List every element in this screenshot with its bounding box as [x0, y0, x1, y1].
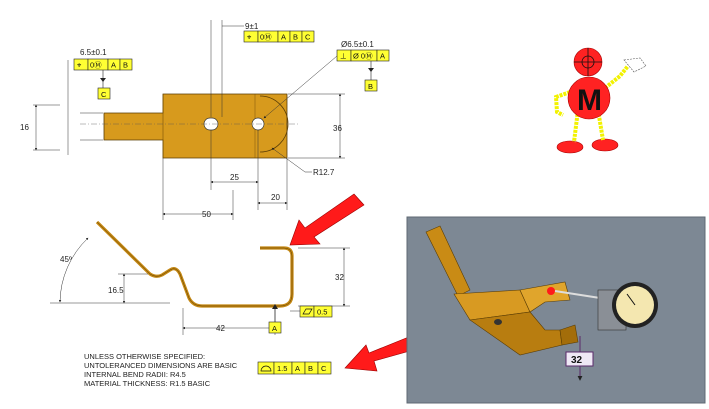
svg-text:B: B: [293, 33, 298, 42]
side-view: 45º 16.5 32 42 0.5 A: [50, 220, 350, 335]
top-view: 16 36 25 20 50 R12.7 9±1: [20, 20, 390, 220]
mascot-figure: M: [553, 47, 647, 154]
fcf-left-tol: 6.5±0.1: [80, 48, 107, 57]
dim-45: 45º: [60, 255, 72, 264]
dim-25: 25: [230, 173, 239, 182]
dim-50: 50: [202, 210, 211, 219]
svg-text:0Ⓜ: 0Ⓜ: [90, 61, 102, 70]
fcf-mid-tol: 9±1: [245, 22, 259, 31]
dim-r127: R12.7: [313, 168, 335, 177]
dim-16: 16: [20, 123, 29, 132]
svg-text:A: A: [272, 324, 277, 333]
red-arrow-upper: [289, 193, 365, 246]
svg-text:0.5: 0.5: [317, 308, 327, 317]
svg-text:C: C: [305, 33, 311, 42]
svg-text:⊥: ⊥: [340, 52, 347, 61]
svg-text:A: A: [111, 61, 116, 70]
part-side-profile: [95, 220, 294, 308]
fcf-right: ⊥ Ø 0Ⓜ A: [336, 49, 390, 62]
svg-text:C: C: [321, 364, 327, 373]
svg-text:A: A: [295, 364, 300, 373]
svg-text:0Ⓜ: 0Ⓜ: [260, 33, 272, 42]
svg-text:A: A: [281, 33, 286, 42]
mascot-letter: M: [577, 84, 602, 117]
note-line-4: MATERIAL THICKNESS: R1.5 BASIC: [84, 379, 211, 388]
svg-text:1.5: 1.5: [277, 364, 287, 373]
svg-text:B: B: [123, 61, 128, 70]
dim-165: 16.5: [108, 286, 124, 295]
datum-c: [97, 87, 111, 100]
datum-a: [268, 321, 282, 334]
note-line-3: INTERNAL BEND RADII: R4.5: [84, 370, 186, 379]
datum-b: [364, 79, 378, 92]
fcf-left: ⌖ 0Ⓜ A B: [73, 58, 133, 71]
dim-36: 36: [333, 124, 342, 133]
drawing-notes: UNLESS OTHERWISE SPECIFIED: UNTOLERANCED…: [84, 352, 238, 388]
dim-32: 32: [335, 273, 344, 282]
note-line-2: UNTOLERANCED DIMENSIONS ARE BASIC: [84, 361, 238, 370]
fcf-mid: ⌖ 0Ⓜ A B C: [243, 30, 315, 43]
svg-text:C: C: [101, 90, 107, 99]
dim-20: 20: [271, 193, 280, 202]
svg-text:B: B: [368, 82, 373, 91]
svg-text:A: A: [380, 52, 385, 61]
fcf-flatness: 0.5: [299, 305, 333, 318]
svg-text:B: B: [308, 364, 313, 373]
fcf-right-tol: Ø6.5±0.1: [341, 40, 374, 49]
dim-42: 42: [216, 324, 225, 333]
fcf-profile: 1.5 A B C: [257, 361, 332, 375]
photo-part: [425, 225, 471, 297]
photo-panel: 32: [406, 216, 706, 404]
svg-text:⌖: ⌖: [77, 61, 82, 70]
svg-text:⌖: ⌖: [247, 33, 252, 42]
photo-dim-32: 32: [571, 355, 583, 366]
note-line-1: UNLESS OTHERWISE SPECIFIED:: [84, 352, 205, 361]
svg-text:Ø 0Ⓜ: Ø 0Ⓜ: [353, 52, 373, 61]
